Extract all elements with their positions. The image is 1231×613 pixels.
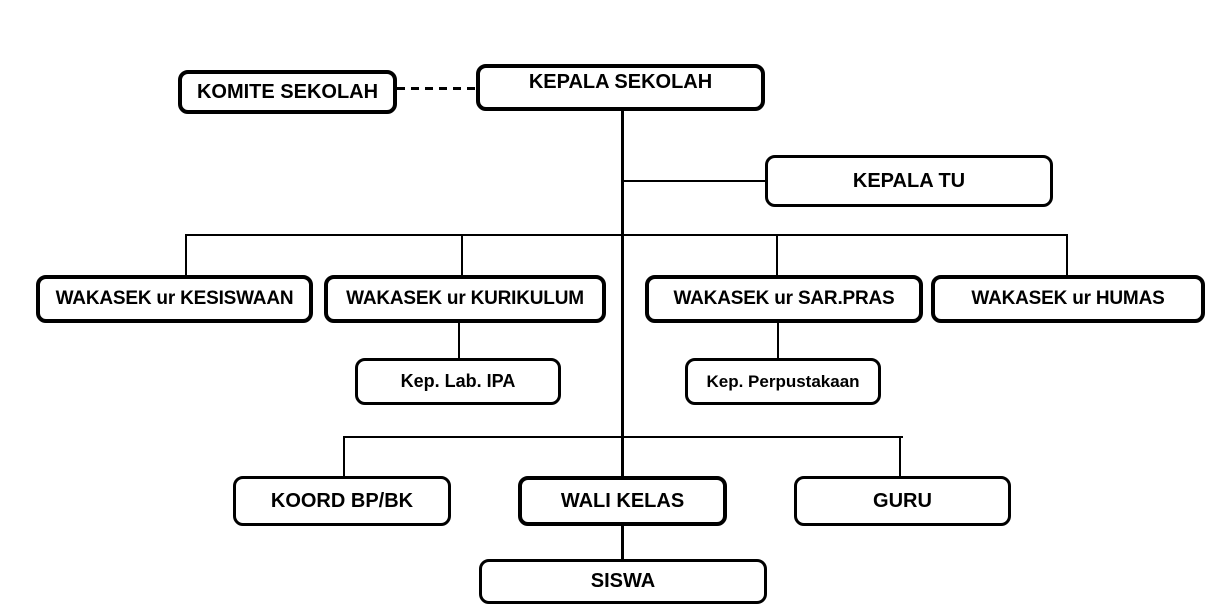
connector-kepala-tu-horizontal xyxy=(622,180,765,182)
node-wali-kelas-label: WALI KELAS xyxy=(560,489,685,512)
node-siswa-label: SISWA xyxy=(590,570,656,592)
connector-drop-koord-bpbk xyxy=(343,436,345,477)
connector-main-trunk xyxy=(621,109,624,560)
connector-sarpras-perpustakaan xyxy=(777,322,779,359)
node-wali-kelas: WALI KELAS xyxy=(518,476,727,526)
node-wakasek-kurikulum-label: WAKASEK ur KURIKULUM xyxy=(346,288,584,309)
node-kepala-sekolah: KEPALA SEKOLAH xyxy=(476,64,765,111)
node-wakasek-kesiswaan-label: WAKASEK ur KESISWAAN xyxy=(55,288,294,309)
node-wakasek-kesiswaan: WAKASEK ur KESISWAAN xyxy=(36,275,313,323)
node-kepala-tu: KEPALA TU xyxy=(765,155,1053,207)
node-guru-label: GURU xyxy=(873,489,932,512)
node-komite-sekolah-label: KOMITE SEKOLAH xyxy=(196,80,379,103)
connector-drop-kesiswaan xyxy=(185,234,187,276)
connector-drop-kurikulum xyxy=(461,234,463,276)
connector-drop-humas xyxy=(1066,234,1068,276)
connector-wakasek-horizontal xyxy=(185,234,1068,236)
node-kep-perpustakaan-label: Kep. Perpustakaan xyxy=(706,371,860,391)
node-kep-perpustakaan: Kep. Perpustakaan xyxy=(685,358,881,405)
connector-lower-horizontal xyxy=(343,436,903,438)
node-kep-lab-ipa: Kep. Lab. IPA xyxy=(355,358,561,405)
node-kepala-sekolah-label: KEPALA SEKOLAH xyxy=(528,71,713,93)
node-kep-lab-ipa-label: Kep. Lab. IPA xyxy=(400,371,516,391)
node-siswa: SISWA xyxy=(479,559,767,604)
node-wakasek-sarpras: WAKASEK ur SAR.PRAS xyxy=(645,275,923,323)
node-wakasek-humas: WAKASEK ur HUMAS xyxy=(931,275,1205,323)
connector-drop-guru xyxy=(899,436,901,477)
node-kepala-tu-label: KEPALA TU xyxy=(852,169,966,192)
connector-drop-sarpras xyxy=(776,234,778,276)
connector-kurikulum-lab-ipa xyxy=(458,322,460,359)
connector-komite-kepala-dashed xyxy=(397,87,476,90)
node-komite-sekolah: KOMITE SEKOLAH xyxy=(178,70,397,114)
node-koord-bpbk: KOORD BP/BK xyxy=(233,476,451,526)
node-koord-bpbk-label: KOORD BP/BK xyxy=(270,489,414,512)
node-wakasek-kurikulum: WAKASEK ur KURIKULUM xyxy=(324,275,606,323)
node-guru: GURU xyxy=(794,476,1011,526)
node-wakasek-sarpras-label: WAKASEK ur SAR.PRAS xyxy=(673,288,895,309)
node-wakasek-humas-label: WAKASEK ur HUMAS xyxy=(971,288,1165,309)
